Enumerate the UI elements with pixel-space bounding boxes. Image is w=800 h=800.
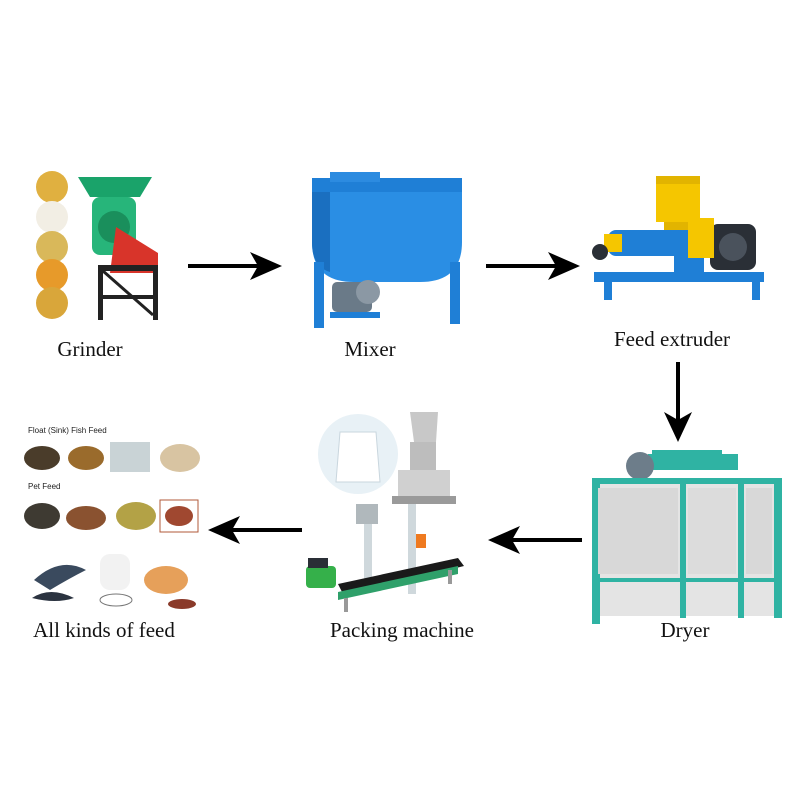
grinder-stage xyxy=(30,165,170,325)
mixer-stage xyxy=(300,172,470,330)
packing-stage xyxy=(298,408,478,614)
packing-image xyxy=(306,412,464,612)
dryer-label: Dryer xyxy=(660,618,710,642)
pet-feed-caption: Pet Feed xyxy=(28,482,61,491)
mixer-image xyxy=(312,172,462,328)
arrow-packing-to-feeds xyxy=(208,516,302,544)
mixer-label: Mixer xyxy=(344,337,396,361)
grinder-image xyxy=(36,171,158,320)
arrow-extruder-to-dryer xyxy=(664,362,692,442)
packing-label: Packing machine xyxy=(329,618,475,642)
arrow-mixer-to-extruder xyxy=(486,252,580,280)
pet-feed-samples xyxy=(24,499,199,533)
extruder-stage xyxy=(584,172,770,312)
grinder-label: Grinder xyxy=(57,337,123,361)
arrow-dryer-to-packing xyxy=(488,526,582,554)
extruder-image xyxy=(592,176,764,300)
animals-image xyxy=(32,554,196,609)
feeds-stage: Float (Sink) Fish Feed Pet Feed xyxy=(20,420,206,616)
arrow-grinder-to-mixer xyxy=(188,252,282,280)
fish-feed-caption: Float (Sink) Fish Feed xyxy=(28,426,107,435)
fish-feed-samples xyxy=(24,442,200,472)
feeds-label: All kinds of feed xyxy=(33,618,175,642)
dryer-stage xyxy=(588,448,784,628)
dryer-image xyxy=(592,450,782,624)
extruder-label: Feed extruder xyxy=(613,327,731,351)
